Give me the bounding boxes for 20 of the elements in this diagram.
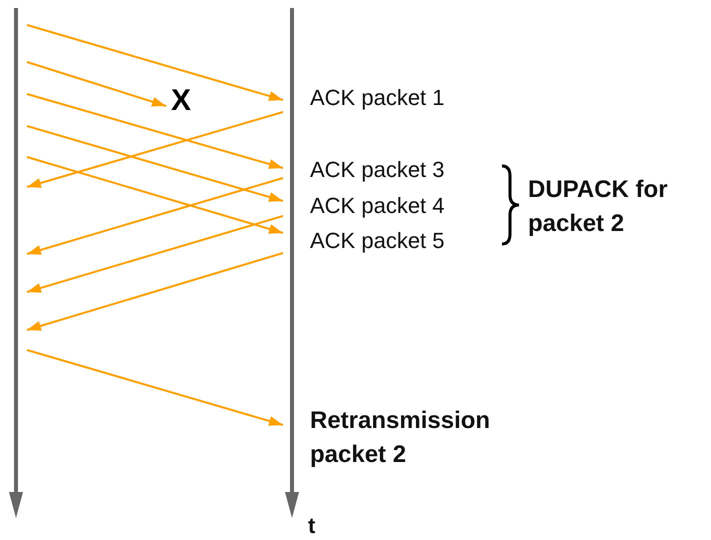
time-axis-label: t bbox=[308, 512, 316, 540]
ack-label: ACK packet 1 bbox=[310, 84, 445, 112]
message-arrow bbox=[26, 24, 284, 101]
message-arrow bbox=[26, 215, 284, 293]
ack-label: ACK packet 4 bbox=[310, 192, 445, 220]
lifeline-arrow bbox=[9, 8, 23, 518]
ack-label: ACK packet 3 bbox=[310, 156, 445, 184]
message-arrow bbox=[26, 349, 284, 426]
loss-mark: X bbox=[166, 84, 196, 118]
message-arrow bbox=[26, 111, 284, 188]
ack-label: ACK packet 5 bbox=[310, 227, 445, 255]
message-arrow bbox=[26, 125, 284, 202]
message-arrow bbox=[26, 177, 284, 255]
dupack-note: DUPACK for packet 2 bbox=[528, 175, 669, 239]
message-arrow bbox=[26, 61, 166, 107]
retransmission-label: Retransmission packet 2 bbox=[310, 406, 492, 470]
lifeline-arrow bbox=[285, 8, 299, 518]
message-arrow bbox=[26, 252, 284, 331]
message-arrow bbox=[26, 93, 284, 169]
message-arrow bbox=[26, 156, 284, 234]
